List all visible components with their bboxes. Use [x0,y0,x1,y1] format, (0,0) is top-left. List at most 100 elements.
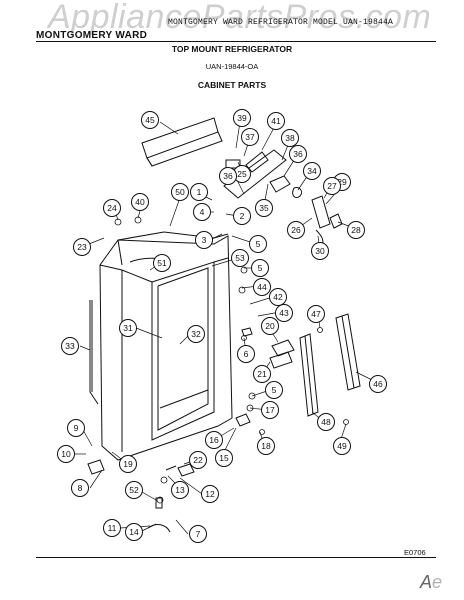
callout-number: 40 [135,197,145,207]
callout-13: 13 [171,481,189,499]
drain-tube [89,300,99,405]
callout-circle [237,345,255,363]
callout-circle [261,401,279,419]
callout-circle [317,413,335,431]
callout-circle [257,437,275,455]
callout-2: 2 [233,207,251,225]
callout-number: 27 [327,181,337,191]
callout-42: 42 [269,288,287,306]
callout-14: 14 [125,523,143,541]
callout-number: 29 [337,177,347,187]
callout-circle [125,481,143,499]
callout-4: 4 [193,203,211,221]
callout-45: 45 [141,111,159,129]
callout-circle [303,162,321,180]
callout-17: 17 [261,401,279,419]
control-housing [223,149,287,199]
callout-23: 23 [73,238,91,256]
callout-number: 13 [175,485,185,495]
callout-circle [205,431,223,449]
callout-number: 7 [196,529,201,539]
callout-circle [265,381,283,399]
header-rule [36,41,436,42]
model-line: MONTGOMERY WARD REFRIGERATOR MODEL UAN-1… [168,18,394,27]
callout-number: 36 [293,149,303,159]
callout-circle [119,455,137,473]
callout-circle [103,199,121,217]
callout-number: 36 [223,171,233,181]
callout-number: 50 [175,187,185,197]
callout-51: 51 [153,254,171,272]
callout-40: 40 [131,193,149,211]
callout-circle [233,207,251,225]
callout-number: 16 [209,435,219,445]
watermark: AppliancePartsPros.com [48,0,432,36]
callout-circle [369,375,387,393]
callout-number: 37 [245,132,255,142]
callout-circle [71,479,89,497]
callout-number: 41 [271,116,281,126]
callout-33: 33 [61,337,79,355]
callout-number: 1 [197,187,202,197]
callout-32: 32 [187,325,205,343]
callout-circle [171,481,189,499]
callout-number: 14 [129,527,139,537]
callout-circle [103,519,121,537]
callout-circle [275,304,293,322]
callout-number: 5 [258,263,263,273]
callout-27: 27 [323,177,341,195]
callout-number: 26 [291,225,301,235]
callout-36: 36 [289,145,307,163]
callout-circle [171,183,189,201]
callout-circle [141,111,159,129]
callout-circle [253,365,271,383]
callout-8: 8 [71,479,89,497]
callout-number: 8 [78,483,83,493]
callout-50: 50 [171,183,189,201]
footer-rule [36,557,436,558]
callout-circle [153,254,171,272]
callout-number: 46 [373,379,383,389]
callout-1: 1 [190,183,208,201]
callout-53: 53 [231,249,249,267]
callout-number: 5 [272,385,277,395]
callout-circle [311,242,329,260]
callout-number: 2 [240,211,245,221]
callout-21: 21 [253,365,271,383]
diagram-title: TOP MOUNT REFRIGERATOR [171,44,293,54]
callout-11: 11 [103,519,121,537]
callout-number: 48 [321,417,331,427]
callout-number: 3 [202,235,207,245]
callout-39: 39 [233,109,251,127]
callout-circle [347,221,365,239]
callout-number: 44 [257,282,267,292]
callout-circle [193,203,211,221]
callout-number: 31 [123,323,133,333]
callout-number: 32 [191,329,201,339]
callout-circle [249,235,267,253]
callout-number: 11 [108,523,117,533]
callout-number: 19 [123,459,133,469]
callout-28: 28 [347,221,365,239]
callout-46: 46 [369,375,387,393]
callout-circle [307,305,325,323]
callout-circle [255,199,273,217]
callout-26: 26 [287,221,305,239]
part-number: UAN-19844-OA [205,62,259,71]
callout-circle [233,109,251,127]
callout-number: 53 [235,253,245,263]
callout-37: 37 [241,128,259,146]
callout-circle [269,288,287,306]
callout-number: 34 [307,166,317,176]
callout-20: 20 [261,317,279,335]
callout-number: 35 [259,203,269,213]
callout-10: 10 [57,445,75,463]
callout-circle [190,183,208,201]
callout-number: 43 [279,308,289,318]
callout-circle [187,325,205,343]
callout-circle [219,167,237,185]
callout-12: 12 [201,485,219,503]
